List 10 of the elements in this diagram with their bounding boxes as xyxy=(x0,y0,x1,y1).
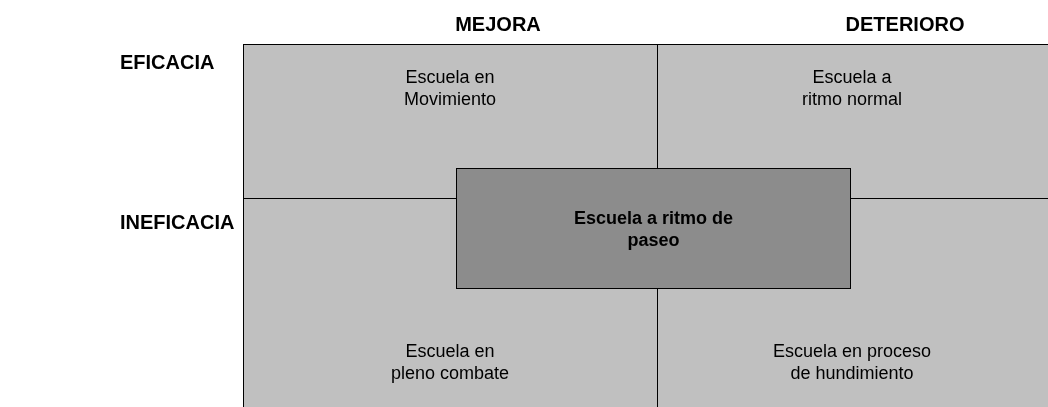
center-label: Escuela a ritmo de paseo xyxy=(573,206,734,251)
quadrant-label: Escuela en pleno combate xyxy=(387,340,513,384)
column-header: DETERIORO xyxy=(844,12,966,37)
quadrant-label: Escuela en proceso de hundimiento xyxy=(767,340,937,384)
quadrant-label: Escuela a ritmo normal xyxy=(797,66,907,110)
center-box xyxy=(456,168,851,289)
quadrant-label: Escuela en Movimiento xyxy=(395,66,505,110)
column-header: MEJORA xyxy=(454,12,542,37)
row-header: INEFICACIA xyxy=(120,210,235,235)
row-header: EFICACIA xyxy=(120,50,215,75)
